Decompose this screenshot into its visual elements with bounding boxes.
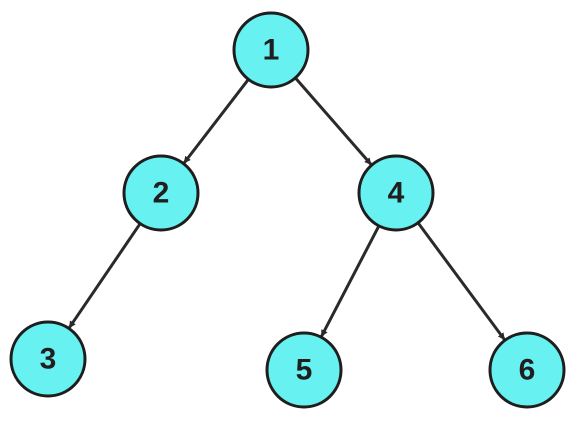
node-label: 3	[40, 343, 57, 376]
tree-node-4: 4	[357, 154, 435, 232]
node-circle	[265, 331, 343, 409]
node-circle	[122, 154, 200, 232]
edge-n4-n6-arrow	[416, 221, 506, 341]
tree-node-2: 2	[122, 154, 200, 232]
node-circle	[357, 154, 435, 232]
edge-n1-n4-arrow	[294, 76, 373, 166]
tree-node-1: 1	[232, 11, 310, 89]
node-label: 1	[263, 34, 280, 67]
edge-n4-n5-arrow	[320, 225, 381, 337]
node-label: 6	[519, 354, 536, 387]
node-label: 5	[296, 354, 313, 387]
edges-layer	[68, 76, 506, 341]
node-circle	[232, 11, 310, 89]
edge-n1-n2-arrow	[182, 78, 250, 164]
node-label: 2	[153, 177, 170, 210]
tree-node-5: 5	[265, 331, 343, 409]
tree-node-6: 6	[488, 331, 566, 409]
nodes-layer: 1 2 4 3 5 6	[9, 11, 566, 409]
node-circle	[9, 320, 87, 398]
edge-n2-n3-arrow	[68, 222, 142, 329]
node-circle	[488, 331, 566, 409]
tree-node-3: 3	[9, 320, 87, 398]
node-label: 4	[388, 177, 405, 210]
